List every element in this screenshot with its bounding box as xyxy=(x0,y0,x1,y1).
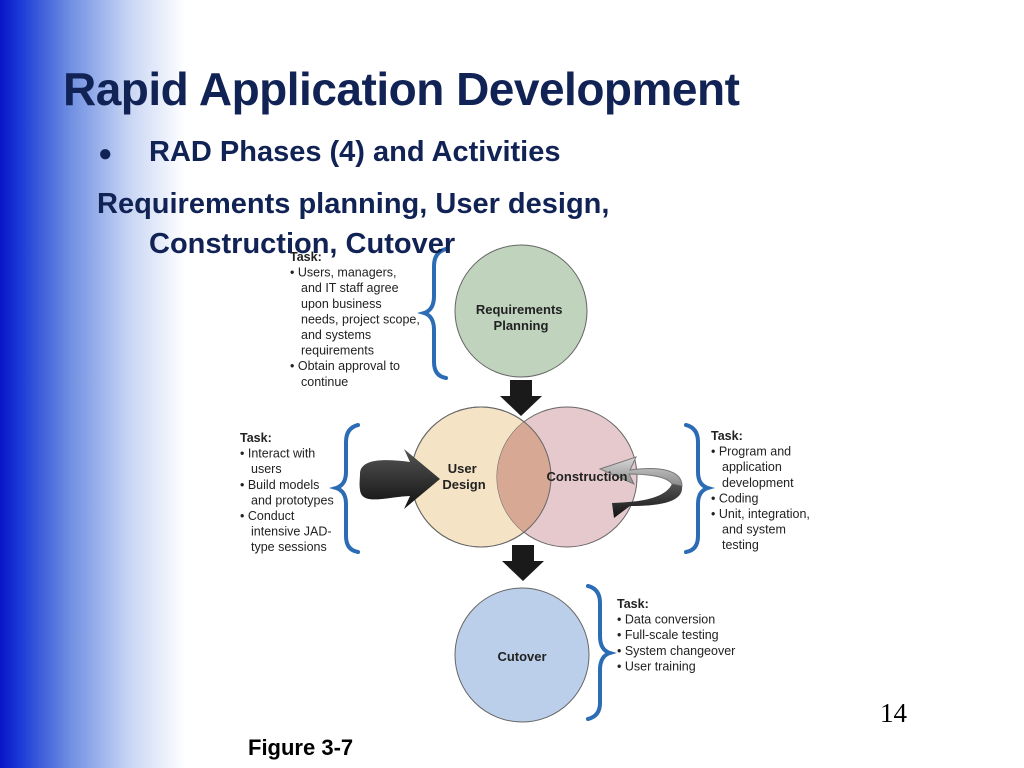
task-line: • Users, managers, xyxy=(290,266,397,280)
cutover-circle xyxy=(454,587,590,723)
task-line: users xyxy=(251,462,282,476)
page-number: 14 xyxy=(880,698,907,728)
task-line: • Data conversion xyxy=(617,613,715,627)
curved-arrow-tail-icon xyxy=(612,484,683,518)
task-line: • User training xyxy=(617,659,696,673)
task-line: continue xyxy=(301,375,348,389)
task-line: upon business xyxy=(301,297,382,311)
task-line: • Coding xyxy=(711,491,759,505)
cutover-task-list: Task: • Data conversion• Full-scale testi… xyxy=(617,597,735,673)
task-heading: Task: xyxy=(617,597,649,611)
task-line: development xyxy=(722,476,794,490)
bullet-dot-icon: ● xyxy=(98,140,113,167)
task-line: application xyxy=(722,460,782,474)
task-line: and prototypes xyxy=(251,493,334,507)
task-line: and system xyxy=(722,523,786,537)
requirements-planning-label: Requirements Planning xyxy=(476,302,566,333)
bullet-text: RAD Phases (4) and Activities xyxy=(149,136,561,168)
slide-title: Rapid Application Development xyxy=(63,63,740,115)
task-line: • Interact with xyxy=(240,447,315,461)
task-line: • Obtain approval to xyxy=(290,359,400,373)
cutover-label: Cutover xyxy=(497,649,546,664)
task-line: intensive JAD- xyxy=(251,525,332,539)
phases-list-line-2: Construction, Cutover xyxy=(149,228,456,260)
construction-bracket-icon xyxy=(684,423,715,554)
design-construction-overlap xyxy=(497,407,551,547)
task-heading: Task: xyxy=(290,250,322,264)
requirements-bracket-icon xyxy=(417,247,448,380)
curved-arrow-right-icon xyxy=(359,449,440,509)
task-heading: Task: xyxy=(711,429,743,443)
phases-list-text: Requirements planning, User design, Cons… xyxy=(97,184,609,264)
task-line: • Build models xyxy=(240,478,319,492)
figure-caption: Figure 3-7 xyxy=(248,735,354,760)
task-line: and systems xyxy=(301,328,371,342)
task-line: testing xyxy=(722,538,759,552)
construction-label: Construction xyxy=(547,469,628,484)
down-arrow-icon xyxy=(502,545,544,581)
user-design-label: User Design xyxy=(442,461,485,492)
task-line: • Full-scale testing xyxy=(617,628,719,642)
requirements-task-list: Task: • Users, managers,and IT staff agre… xyxy=(290,250,420,389)
task-line: type sessions xyxy=(251,540,327,554)
task-line: • System changeover xyxy=(617,644,735,658)
bullet-item: ● RAD Phases (4) and Activities xyxy=(98,136,561,169)
cutover-bracket-icon xyxy=(586,584,617,721)
task-line: • Conduct xyxy=(240,509,295,523)
task-heading: Task: xyxy=(240,431,272,445)
curved-arrow-left-icon xyxy=(598,456,683,487)
task-line: • Unit, integration, xyxy=(711,507,810,521)
task-line: requirements xyxy=(301,344,374,358)
down-arrow-icon xyxy=(500,380,542,416)
phases-list-line-1: Requirements planning, User design, xyxy=(97,188,610,220)
task-line: and IT staff agree xyxy=(301,281,399,295)
user-design-bracket-icon xyxy=(329,423,360,554)
task-line: • Program and xyxy=(711,445,791,459)
task-line: needs, project scope, xyxy=(301,312,420,326)
requirements-planning-circle xyxy=(454,244,588,378)
